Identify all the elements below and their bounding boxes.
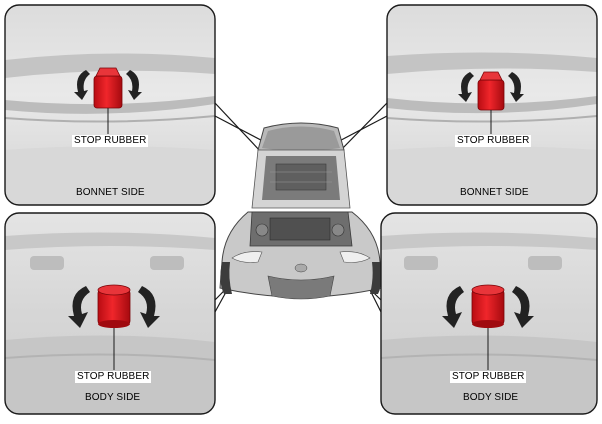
stop-rubber-label: STOP RUBBER — [75, 371, 152, 383]
stop-rubber-icon — [97, 284, 131, 328]
rotate-left-arrow-icon — [74, 70, 90, 100]
stop-rubber-label: STOP RUBBER — [450, 371, 527, 383]
stop-rubber-icon — [477, 71, 505, 111]
rotate-right-arrow-icon — [512, 286, 534, 328]
rotate-left-arrow-icon — [442, 286, 464, 328]
car-illustration — [219, 122, 383, 300]
stop-rubber-icon — [93, 67, 123, 109]
panel-body-side-right — [380, 212, 598, 415]
panel-bonnet-side-left — [4, 4, 216, 206]
rotate-right-arrow-icon — [138, 286, 160, 328]
stop-rubber-label: STOP RUBBER — [455, 135, 532, 147]
stop-rubber-label: STOP RUBBER — [72, 135, 149, 147]
rotate-left-arrow-icon — [68, 286, 90, 328]
rotate-right-arrow-icon — [126, 70, 142, 100]
stop-rubber-icon — [471, 284, 505, 328]
bonnet-side-label: BONNET SIDE — [460, 187, 529, 198]
body-side-label: BODY SIDE — [463, 392, 519, 403]
panel-body-side-left — [4, 212, 216, 415]
rotate-left-arrow-icon — [458, 72, 474, 102]
bonnet-side-label: BONNET SIDE — [76, 187, 145, 198]
body-side-label: BODY SIDE — [85, 392, 141, 403]
rotate-right-arrow-icon — [508, 72, 524, 102]
panel-bonnet-side-right — [386, 4, 598, 206]
